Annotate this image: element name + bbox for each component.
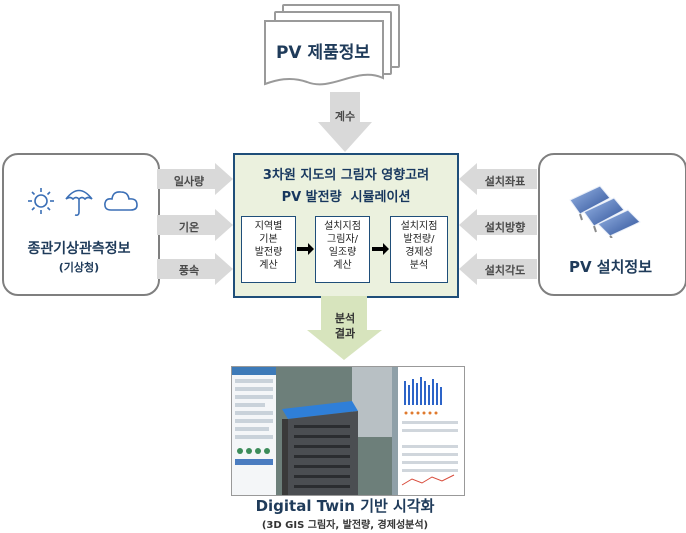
install-input-arrows: [459, 163, 537, 285]
sun-icon: [28, 188, 54, 214]
coefficient-label: 계수: [334, 110, 356, 123]
product-info-title: PV 제품정보: [275, 43, 371, 63]
step-arrow-1: [297, 243, 314, 255]
input-label-temperature: 기온: [178, 221, 200, 234]
weather-info-subtitle: (기상청): [58, 261, 100, 274]
output-subtitle: (3D GIS 그림자, 발전량, 경제성분석): [261, 520, 429, 531]
cloud-icon: [104, 191, 138, 211]
input-label-angle: 설치각도: [484, 264, 526, 277]
step-regional-generation: 지역별 기본 발전량 계산: [241, 216, 296, 283]
result-label-analysis: 분석: [334, 312, 356, 325]
solar-panel-icon: [569, 185, 641, 238]
output-title: Digital Twin 기반 시각화: [255, 497, 435, 515]
umbrella-icon: [65, 189, 93, 216]
input-label-insolation: 일사량: [173, 175, 205, 188]
input-label-direction: 설치방향: [484, 221, 526, 234]
coefficient-arrow: [318, 92, 372, 152]
step-economic-analysis: 설치지점 발전량/ 경제성 분석: [390, 216, 448, 283]
step-shadow-insolation: 설치지점 그림자/ 일조량 계산: [315, 216, 370, 283]
step-arrow-2: [372, 243, 389, 255]
weather-info-title: 종관기상관측정보: [27, 241, 131, 257]
digital-twin-image: [232, 367, 464, 495]
input-label-coordinates: 설치좌표: [484, 175, 526, 188]
product-info-doc-stack: PV 제품정보: [0, 0, 686, 110]
digital-twin-screenshot: [231, 366, 465, 496]
doc-page-front: [264, 20, 384, 86]
result-label-result: 결과: [334, 327, 356, 340]
simulation-title-line2: PV 발전량 시뮬레이션: [281, 190, 411, 205]
result-arrow: [307, 296, 382, 360]
simulation-box: 3차원 지도의 그림자 영향고려 PV 발전량 시뮬레이션 지역별 기본 발전량…: [233, 153, 459, 298]
install-info-title: PV 설치정보: [568, 258, 653, 276]
weather-input-arrows: [157, 163, 233, 285]
input-label-wind-speed: 풍속: [178, 264, 200, 277]
simulation-title-line1: 3차원 지도의 그림자 영향고려: [262, 168, 430, 183]
